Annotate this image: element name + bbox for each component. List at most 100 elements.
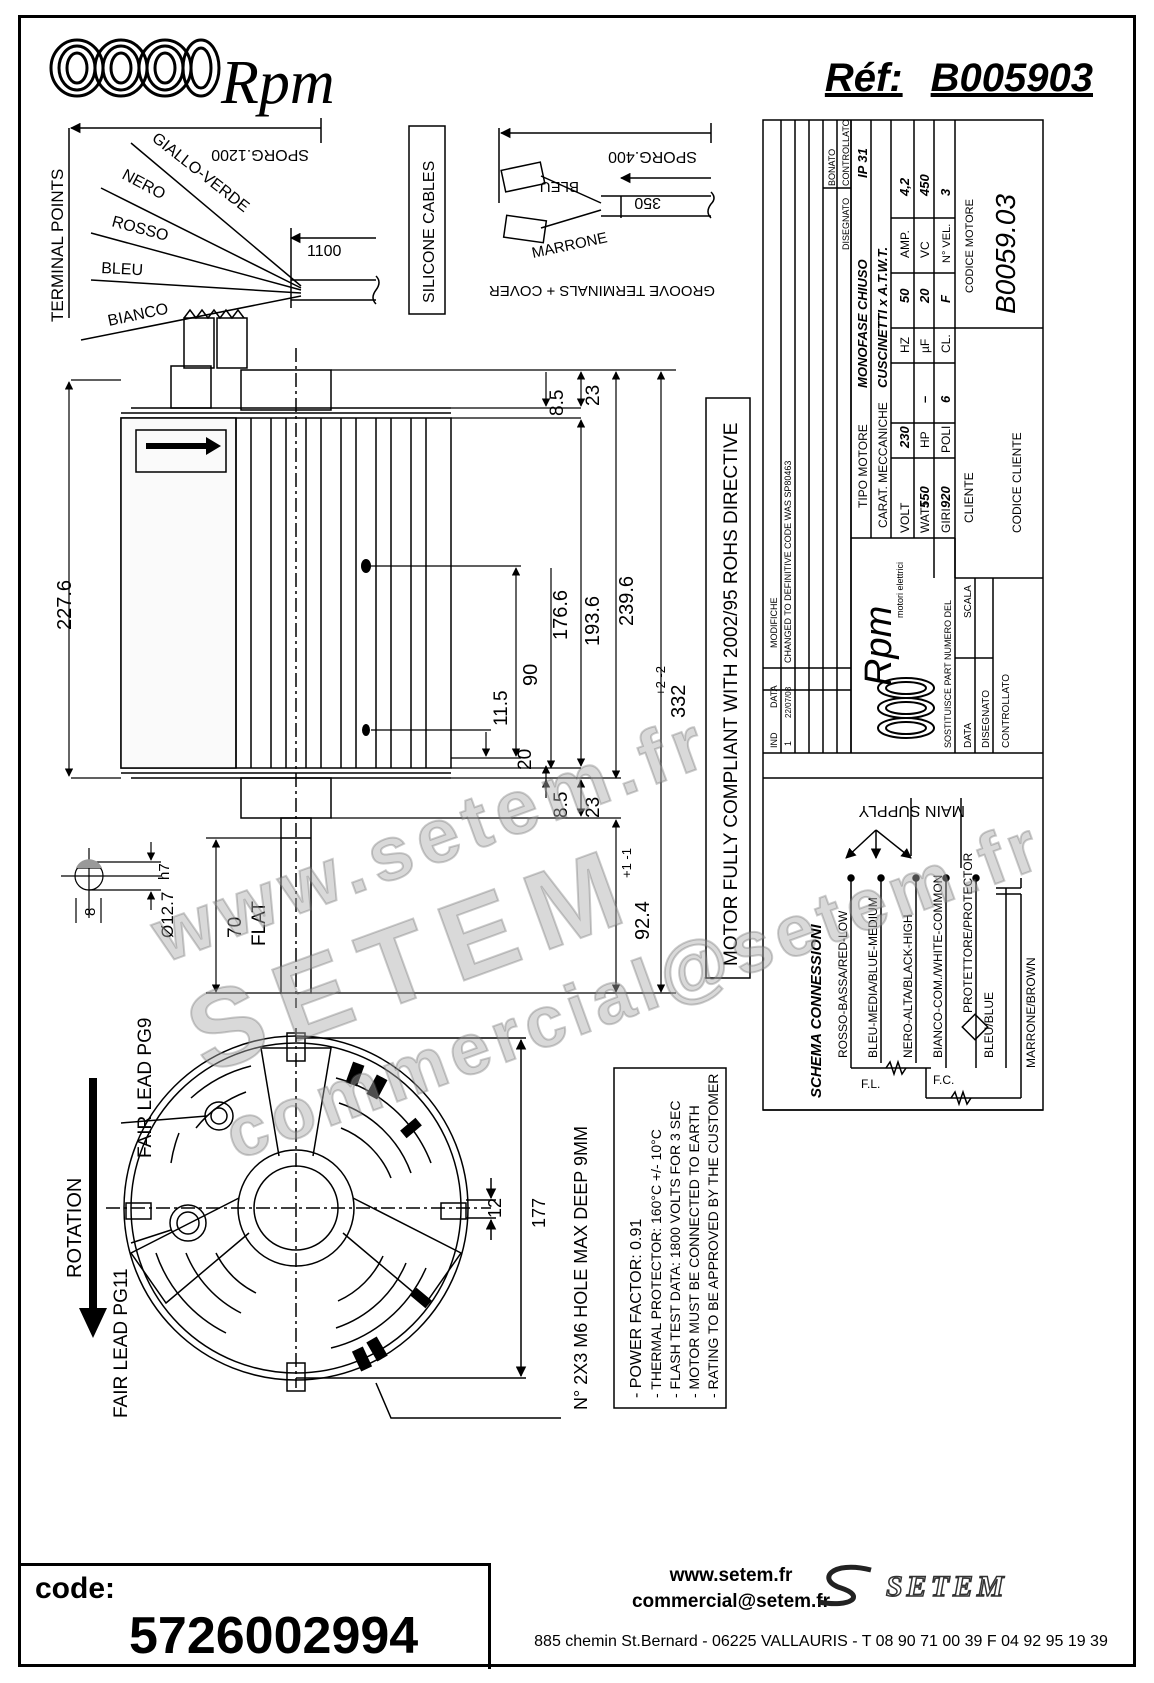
- reference: Réf:B005903: [825, 56, 1093, 101]
- disegnato2-label: DISEGNATO: [981, 690, 992, 748]
- carat-label: CARAT. MECCANICHE: [876, 402, 890, 528]
- wire-protector: PROTETTORE/PROTECTOR: [961, 852, 975, 1013]
- wire-bianco: BIANCO: [106, 301, 170, 330]
- main-supply-label: MAIN SUPPLY: [858, 802, 965, 819]
- wire-bleu-2: BLEU: [540, 178, 579, 195]
- dim-332: 332: [668, 685, 690, 718]
- poli-label: POLI: [939, 426, 953, 453]
- shaft-flat-section: [76, 859, 102, 868]
- rpm-logo-icon: [49, 38, 221, 98]
- wire-bianco-common: BIANCO-COM./WHITE-COMMON: [931, 875, 945, 1058]
- rev-ind-label: IND: [769, 732, 779, 748]
- fl-label: F.L.: [861, 1077, 880, 1091]
- mount-hole-mark: [361, 559, 371, 573]
- hz-value: 50: [897, 288, 912, 303]
- dim-20: 20: [515, 749, 536, 770]
- rev1-text: CHANGED TO DEFINITIVE CODE WAS SP80463: [783, 461, 793, 663]
- uf-label: µF: [918, 339, 932, 353]
- flat-label: FLAT: [249, 901, 270, 946]
- fair-lead-pg11: FAIR LEAD PG11: [111, 1268, 132, 1418]
- amp-value: 4,2: [897, 177, 912, 197]
- scala-label: SCALA: [963, 585, 974, 618]
- rev-data-label: DATA: [769, 685, 779, 708]
- terminal-points-label: TERMINAL POINTS: [48, 169, 67, 322]
- giri-value: 920: [938, 486, 953, 508]
- title-block: [762, 119, 1044, 1111]
- disegnato-label: DISEGNATO: [841, 198, 851, 250]
- ip-rating: IP 31: [855, 148, 870, 178]
- carat-value: CUSCINETTI x A.T.W.T.: [875, 247, 890, 388]
- hp-label: HP: [918, 431, 932, 448]
- wire-nero: NERO: [119, 167, 168, 204]
- data-label: DATA: [963, 722, 974, 748]
- technical-drawing: TERMINAL POINTS SPORG.1200 GIALLO-VERDE …: [48, 118, 1044, 1419]
- dim-176-6: 176.6: [550, 590, 572, 640]
- silicone-box: [408, 125, 446, 315]
- groove-terminals: [498, 123, 715, 244]
- dimension-lines: [61, 369, 676, 994]
- dim-12-7: Ø12.7: [158, 892, 177, 938]
- hole-note: N° 2X3 M6 HOLE MAX DEEP 9MM: [571, 1126, 591, 1410]
- wire-nero-high: NERO-ALTA/BLACK-HIGH: [901, 914, 915, 1058]
- motor-side-view: [120, 308, 452, 1008]
- codice-motore-label: CODICE MOTORE: [964, 199, 976, 293]
- notes-list: - POWER FACTOR: 0.91 - THERMAL PROTECTOR…: [628, 1074, 721, 1398]
- rev1-data: 22/07/08: [784, 686, 793, 718]
- watt-value: 550: [917, 486, 932, 508]
- watt-label: WATT: [918, 500, 932, 533]
- product-code-box: code: 5726002994: [21, 1563, 491, 1669]
- wire-giallo-verde: GIALLO-VERDE: [149, 130, 253, 216]
- hz-label: HZ: [898, 337, 912, 353]
- codice-cliente-label: CODICE CLIENTE: [1010, 432, 1024, 533]
- email-link[interactable]: commercial@setem.fr: [631, 1591, 831, 1612]
- dim-70: 70: [225, 917, 246, 938]
- rev1-ind: 1: [783, 741, 793, 746]
- nvel-value: 3: [938, 188, 953, 196]
- bonato-label: BONATO: [827, 149, 837, 186]
- poli-value: 6: [938, 395, 953, 403]
- controllato-label: CONTROLLATO: [841, 119, 851, 186]
- schema-title: SCHEMA CONNESSIONI: [808, 924, 825, 1098]
- note-2: - FLASH TEST DATA: 1800 VOLTS FOR 3 SEC: [667, 1101, 683, 1398]
- fair-lead-pg9: FAIR LEAD PG9: [135, 1018, 156, 1158]
- website-link[interactable]: www.setem.fr: [669, 1565, 793, 1586]
- dim-23-bottom: 23: [583, 797, 604, 818]
- dim-350: 350: [634, 194, 661, 211]
- dim-239-6: 239.6: [616, 576, 638, 626]
- giri-label: GIRI: [939, 508, 953, 533]
- vc-label: VC: [918, 241, 932, 258]
- silicone-cables-label: SILICONE CABLES: [421, 161, 438, 303]
- cl-value: F: [938, 294, 953, 303]
- dim-92-4-tol: +1 -1: [619, 848, 634, 878]
- wire-bleu: BLEU: [101, 260, 144, 279]
- notes-box: [613, 1067, 727, 1409]
- wire-bleu-medium: BLEU-MEDIA/BLUE-MEDIUM: [866, 897, 880, 1058]
- wire-bleu-blue: BLEU/BLUE: [982, 992, 996, 1058]
- sporg-1200-label: SPORG.1200: [211, 146, 309, 163]
- mount-hole-mark-2: [362, 724, 370, 736]
- wire-rosso-low: ROSSO-BASSA/RED-LOW: [836, 910, 850, 1058]
- motori-label: motori elettrici: [895, 562, 905, 618]
- dim-8-5-top: 8.5: [547, 390, 568, 416]
- codice-motore-value: B0059.03: [990, 194, 1021, 314]
- dim-177: 177: [529, 1198, 549, 1228]
- ref-value: B005903: [930, 56, 1093, 100]
- amp-label: AMP.: [898, 230, 912, 258]
- dim-90: 90: [520, 664, 542, 686]
- address: 885 chemin St.Bernard - 06225 VALLAURIS …: [534, 1633, 1108, 1650]
- dim-23-top: 23: [583, 385, 604, 406]
- wire-marrone: MARRONE: [530, 229, 609, 262]
- cl-label: CL.: [939, 334, 953, 353]
- cliente-label: CLIENTE: [962, 472, 976, 523]
- tipo-motore-value: MONOFASE CHIUSO: [855, 259, 870, 388]
- dim-h7: h7: [156, 863, 173, 880]
- connection-schema: [845, 798, 1022, 1107]
- note-1: - THERMAL PROTECTOR: 160°C +/- 10°C: [648, 1129, 664, 1398]
- volt-label: VOLT: [898, 502, 912, 533]
- dim-227-6: 227.6: [54, 580, 76, 630]
- rohs-box: [705, 397, 751, 979]
- code-value: 5726002994: [129, 1607, 419, 1665]
- groove-terminals-label: GROOVE TERMINALS + COVER: [489, 282, 715, 299]
- note-0: - POWER FACTOR: 0.91: [628, 1219, 645, 1398]
- sporg-400-label: SPORG.400: [608, 148, 697, 165]
